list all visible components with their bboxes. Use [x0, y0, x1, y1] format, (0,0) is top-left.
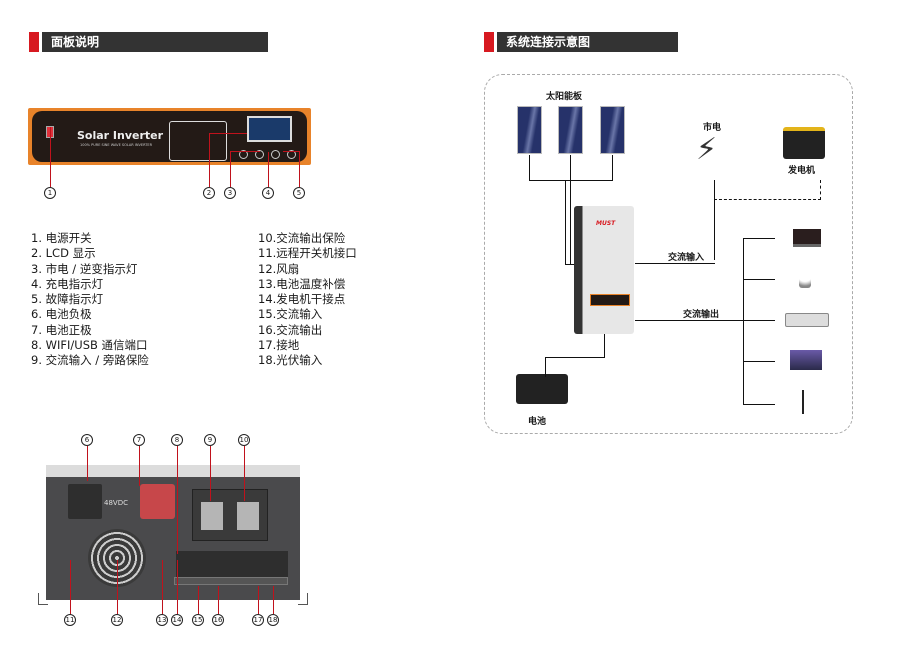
legend-item: 5. 故障指示灯: [31, 292, 104, 307]
panel-button: [287, 150, 296, 159]
legend-item: 7. 电池正极: [31, 322, 92, 337]
legend-item: 12.风扇: [258, 261, 300, 276]
generator-icon: [783, 127, 825, 159]
callout-14: 14: [171, 614, 183, 626]
solar-panel: [558, 106, 583, 154]
callout-16: 16: [212, 614, 224, 626]
label-ac-output: 交流输出: [683, 310, 720, 320]
legend-list-left: 1. 电源开关 2. LCD 显示 3. 市电 / 逆变指示灯 4. 充电指示灯…: [31, 231, 149, 369]
label-solar-panels: 太阳能板: [546, 92, 583, 102]
label-grid: 市电: [703, 123, 722, 133]
legend-item: 4. 充电指示灯: [31, 276, 104, 291]
legend-item: 16.交流输出: [258, 322, 323, 337]
legend-item: 18.光伏输入: [258, 353, 323, 368]
callout-4: 4: [262, 187, 274, 199]
brand-subtitle: 100% PURE SINE WAVE SOLAR INVERTER: [80, 143, 153, 147]
battery-negative-terminal: [68, 484, 102, 519]
callout-13: 13: [156, 614, 168, 626]
legend-item: 2. LCD 显示: [31, 246, 96, 261]
callout-2: 2: [203, 187, 215, 199]
callout-8: 8: [171, 434, 183, 446]
inverter-image: MUST: [574, 206, 634, 334]
light-bulb-icon: [799, 266, 811, 288]
fan-icon: [802, 390, 810, 414]
panel-button: [271, 150, 280, 159]
callout-7: 7: [133, 434, 145, 446]
section-title: 系统连接示意图: [497, 32, 678, 52]
callout-10: 10: [238, 434, 250, 446]
battery-positive-terminal: [140, 484, 175, 519]
solar-panel: [517, 106, 542, 154]
legend-list-right: 10.交流输出保险 11.远程开关机接口 12.风扇 13.电池温度补偿 14.…: [258, 231, 357, 369]
label-battery: 电池: [528, 417, 547, 427]
solar-panel: [600, 106, 625, 154]
battery-voltage-label: 48VDC: [104, 499, 128, 507]
label-generator: 发电机: [788, 166, 816, 176]
front-panel-image: Solar Inverter 100% PURE SINE WAVE SOLAR…: [28, 108, 311, 165]
section-header-diagram: 系统连接示意图: [484, 32, 678, 52]
spec-table: [169, 121, 227, 161]
legend-item: 8. WIFI/USB 通信端口: [31, 338, 148, 353]
callout-17: 17: [252, 614, 264, 626]
callout-9: 9: [204, 434, 216, 446]
rear-panel-image: 48VDC: [38, 465, 308, 605]
legend-item: 11.远程开关机接口: [258, 246, 357, 261]
header-accent: [29, 32, 39, 52]
legend-item: 6. 电池负极: [31, 307, 92, 322]
breaker-box: [192, 489, 268, 541]
callout-11: 11: [64, 614, 76, 626]
legend-item: 3. 市电 / 逆变指示灯: [31, 261, 138, 276]
section-title: 面板说明: [42, 32, 268, 52]
legend-item: 15.交流输入: [258, 307, 323, 322]
panel-button: [239, 150, 248, 159]
lcd-screen: [247, 116, 292, 142]
callout-18: 18: [267, 614, 279, 626]
callout-1: 1: [44, 187, 56, 199]
laptop-icon: [793, 229, 821, 247]
callout-12: 12: [111, 614, 123, 626]
section-header-panel: 面板说明: [29, 32, 268, 52]
air-conditioner-icon: [785, 313, 829, 327]
system-diagram-frame: [484, 74, 853, 434]
callout-5: 5: [293, 187, 305, 199]
legend-item: 9. 交流输入 / 旁路保险: [31, 353, 149, 368]
brand-text: Solar Inverter: [77, 129, 164, 142]
inverter-brand: MUST: [596, 220, 616, 227]
terminal-cover: [176, 551, 288, 577]
battery-icon: [516, 374, 568, 404]
legend-item: 13.电池温度补偿: [258, 276, 346, 291]
legend-item: 17.接地: [258, 338, 300, 353]
power-tower-icon: ⚡: [696, 132, 718, 167]
callout-6: 6: [81, 434, 93, 446]
panel-button: [255, 150, 264, 159]
callout-3: 3: [224, 187, 236, 199]
header-accent: [484, 32, 494, 52]
callout-15: 15: [192, 614, 204, 626]
terminal-strip: [174, 577, 288, 585]
tv-icon: [790, 350, 822, 370]
legend-item: 10.交流输出保险: [258, 231, 346, 245]
label-ac-input: 交流输入: [668, 253, 705, 263]
legend-item: 14.发电机干接点: [258, 292, 346, 307]
legend-item: 1. 电源开关: [31, 231, 92, 245]
